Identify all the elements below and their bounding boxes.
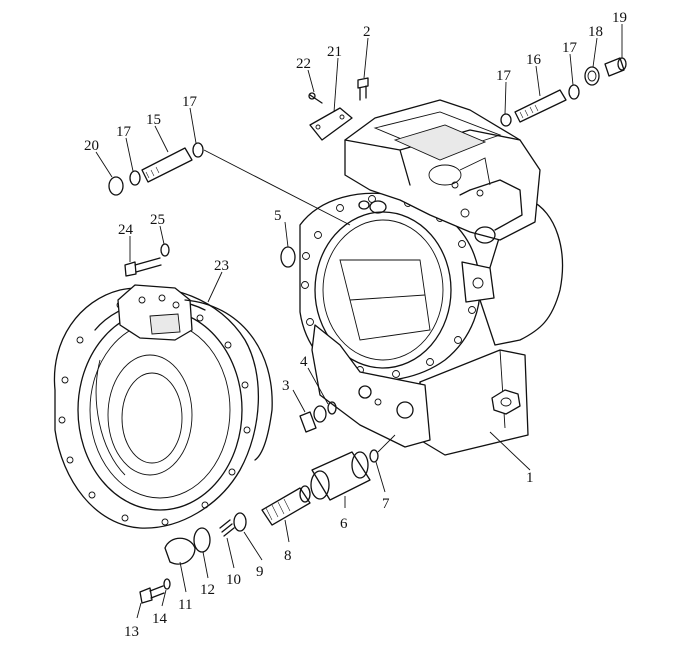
callout-labels: 1 2 3 4 5 6 7 8 9 10 11 12 13 14 15 16 1… [84, 10, 627, 640]
callout-14: 14 [152, 611, 168, 627]
converter-housing [53, 284, 273, 529]
callout-15: 15 [146, 112, 161, 128]
callout-11: 11 [178, 597, 192, 613]
callout-5: 5 [274, 208, 282, 224]
callout-18: 18 [588, 24, 603, 40]
callout-24: 24 [118, 222, 134, 238]
main-housing [299, 99, 564, 456]
callout-10: 10 [226, 572, 241, 588]
callout-6: 6 [340, 516, 348, 532]
callout-22: 22 [296, 56, 311, 72]
callout-17-a: 17 [496, 68, 512, 84]
callout-17-b: 17 [562, 40, 578, 56]
callout-19: 19 [612, 10, 627, 26]
callout-17-c: 17 [182, 94, 198, 110]
callout-25: 25 [150, 212, 165, 228]
callout-17-d: 17 [116, 124, 132, 140]
callout-1: 1 [526, 470, 534, 486]
small-parts [108, 57, 627, 604]
callout-7: 7 [382, 496, 390, 512]
callout-13: 13 [124, 624, 139, 640]
callout-12: 12 [200, 582, 215, 598]
callout-9: 9 [256, 564, 264, 580]
callout-8: 8 [284, 548, 292, 564]
callout-21: 21 [327, 44, 342, 60]
callout-3: 3 [282, 378, 290, 394]
callout-16: 16 [526, 52, 542, 68]
callout-2: 2 [363, 24, 371, 40]
callout-23: 23 [214, 258, 229, 274]
callout-20: 20 [84, 138, 99, 154]
callout-leaders [95, 24, 623, 619]
callout-4: 4 [300, 354, 308, 370]
